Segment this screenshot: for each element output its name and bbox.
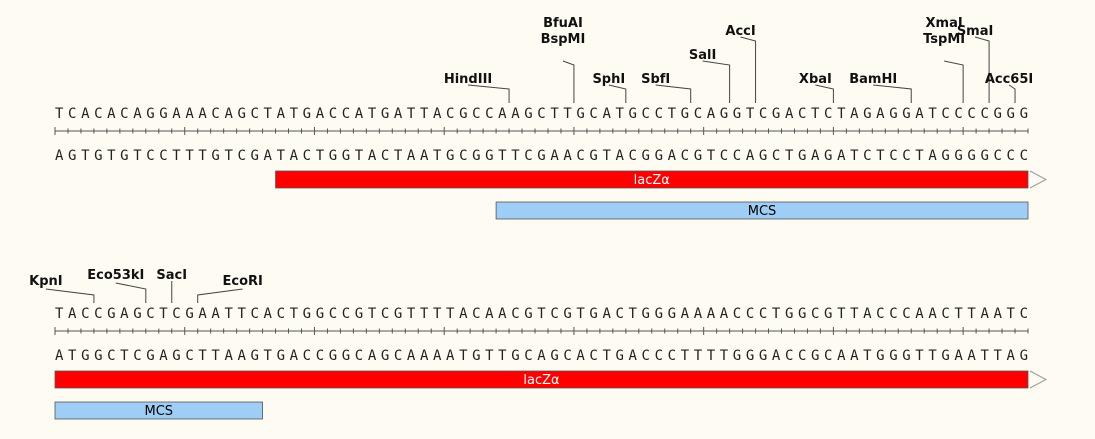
site-leader-line: [562, 60, 575, 103]
site-leader-line: [815, 84, 834, 103]
restriction-site: SbfI: [641, 72, 692, 103]
restriction-site: AccI: [725, 24, 757, 103]
site-label: BamHI: [849, 72, 897, 87]
site-label: HindIII: [444, 72, 492, 87]
site-leader-line: [115, 282, 147, 303]
direction-arrow-icon: [1029, 170, 1048, 189]
site-label: SalI: [689, 48, 716, 63]
restriction-site: SphI: [592, 72, 627, 103]
mcs-bar: [495, 201, 1029, 220]
site-label: Acc65I: [985, 72, 1033, 87]
bottom-strand: AGTGTGTCCTTTGTCGATACTGGTACTAATGCGGTTCGAA…: [55, 148, 1028, 164]
site-label: KpnI: [29, 274, 62, 289]
mcs-bar: [54, 401, 263, 420]
site-label: SacI: [156, 268, 187, 283]
lacz-label: lacZα: [634, 173, 670, 188]
site-label: SbfI: [641, 72, 670, 87]
restriction-site: XbaI: [799, 72, 834, 103]
site-leader-line: [608, 84, 627, 103]
site-label: SmaI: [957, 24, 994, 39]
site-label: BspMI: [541, 32, 586, 47]
site-leader-line: [740, 36, 757, 103]
site-leader-line: [974, 36, 990, 103]
site-label: TspMI: [923, 32, 965, 47]
site-leader-line: [944, 60, 964, 103]
restriction-site: SalI: [689, 48, 731, 103]
top-strand: TACCGAGCTCGAATTCACTGGCCGTCGTTTTACAACGTCG…: [55, 306, 1028, 322]
restriction-site: BamHI: [849, 72, 912, 103]
site-label: XmaI: [926, 16, 963, 31]
bottom-strand: ATGGCTCGAGCTTAAGTGACCGGCAGCAAAATGTTGCAGC…: [55, 348, 1028, 364]
restriction-site: SacI: [156, 268, 187, 303]
site-leader-line: [873, 84, 912, 103]
restriction-site: SmaI: [957, 24, 994, 103]
restriction-site: KpnI: [29, 274, 95, 303]
direction-arrow-icon: [1029, 370, 1048, 389]
feature-lacz: lacZα: [54, 370, 1048, 389]
feature-lacz: lacZα: [275, 170, 1048, 189]
site-leader-line: [655, 84, 692, 103]
restriction-site: HindIII: [444, 72, 510, 103]
restriction-site: Acc65I: [985, 72, 1033, 103]
site-leader-line: [468, 84, 510, 103]
restriction-site: EcoRI: [197, 274, 263, 303]
site-leader-line: [45, 288, 95, 303]
site-leader-line: [197, 288, 243, 303]
site-label: AccI: [725, 24, 755, 39]
feature-mcs: MCS: [495, 201, 1029, 220]
top-strand: TCACACAGGAAACAGCTATGACCATGATTACGCCAAGCTT…: [55, 106, 1028, 122]
site-label: BfuAI: [543, 16, 583, 31]
restriction-site: Eco53kI: [87, 268, 147, 303]
site-leader-line: [702, 60, 731, 103]
site-label: EcoRI: [223, 274, 263, 289]
site-label: SphI: [592, 72, 625, 87]
lacz-bar: [54, 370, 1029, 389]
mcs-label: MCS: [145, 404, 174, 419]
site-leader-line: [1008, 84, 1016, 103]
lacz-bar: [275, 170, 1029, 189]
mcs-label: MCS: [748, 204, 777, 219]
lacz-label: lacZα: [523, 373, 559, 388]
site-label: Eco53kI: [87, 268, 144, 283]
site-label: XbaI: [799, 72, 832, 87]
feature-mcs: MCS: [54, 401, 263, 420]
